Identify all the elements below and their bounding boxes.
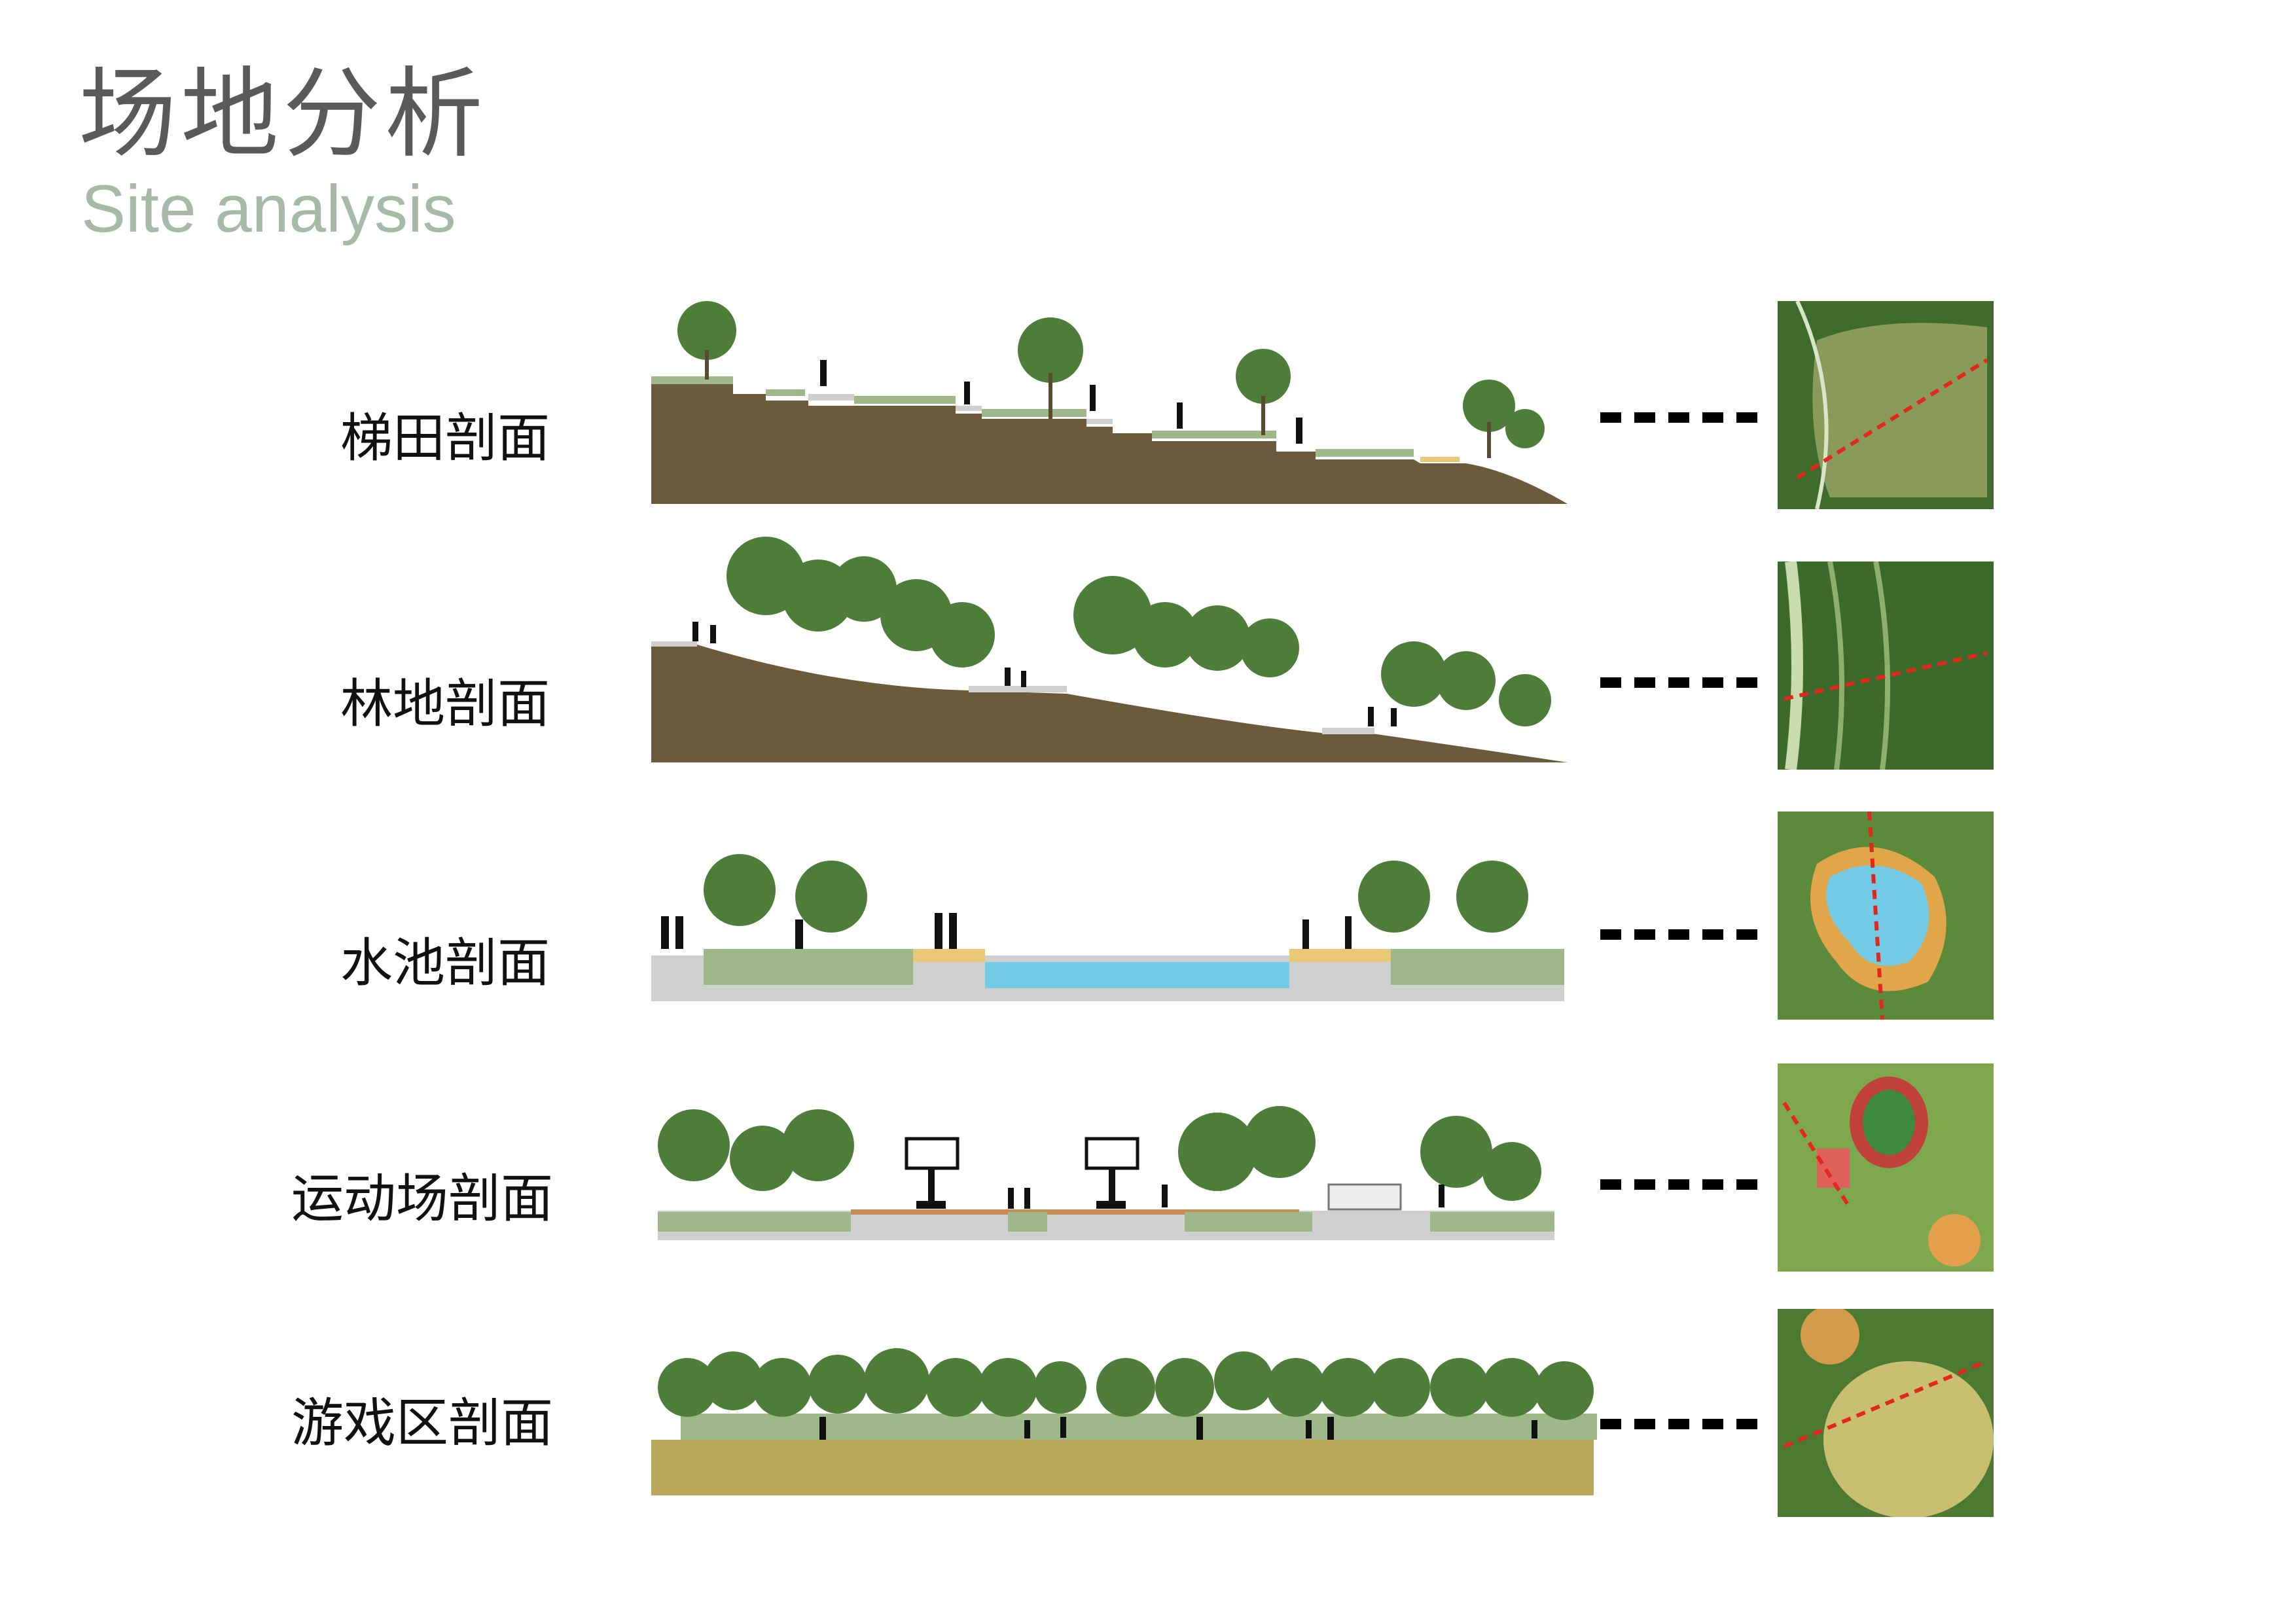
tree-icon — [726, 537, 1551, 726]
section-label-terrace: 梯田剖面 — [340, 408, 550, 469]
woodland-plan-thumbnail — [1778, 562, 1994, 770]
connector-line — [1600, 412, 1757, 423]
sports-field-section-drawing — [658, 1106, 1554, 1240]
grass-strip — [651, 376, 733, 384]
page-title: 场地分析 — [79, 58, 488, 171]
section-label-woodland: 林地剖面 — [340, 673, 550, 734]
connector-line — [1600, 1419, 1757, 1429]
connector-line — [1600, 677, 1757, 688]
connector-line — [1600, 929, 1757, 940]
section-label-sports-field: 运动场剖面 — [291, 1168, 553, 1229]
pool-section-drawing — [651, 854, 1564, 1001]
page-subtitle: Site analysis — [81, 171, 456, 246]
tree-icon — [677, 301, 1545, 458]
woodland-section-drawing — [651, 537, 1568, 762]
person-silhouette-icon — [661, 913, 1352, 949]
soil-mass — [651, 383, 1568, 504]
tree-icon — [658, 1348, 1594, 1420]
play-ground-base — [651, 1440, 1594, 1495]
person-silhouette-icon — [1008, 1185, 1444, 1209]
tree-icon — [658, 1106, 1541, 1201]
person-silhouette-icon — [820, 360, 1302, 444]
section-label-play-area: 游戏区剖面 — [291, 1393, 553, 1454]
person-silhouette-icon — [819, 1417, 1537, 1440]
tree-icon — [704, 854, 1528, 933]
terrace-section-drawing — [651, 301, 1568, 504]
section-label-pool: 水池剖面 — [340, 933, 550, 993]
water-body — [985, 962, 1289, 988]
net-fence — [1327, 1183, 1402, 1211]
connector-line — [1600, 1179, 1757, 1190]
pool-plan-thumbnail — [1778, 812, 1994, 1020]
play-area-section-drawing — [651, 1348, 1597, 1495]
play-area-plan-thumbnail — [1778, 1309, 1994, 1517]
basketball-hoop-icon — [905, 1137, 1139, 1209]
person-silhouette-icon — [692, 622, 1397, 726]
sports-field-plan-thumbnail — [1778, 1063, 1994, 1272]
terrace-plan-thumbnail — [1778, 301, 1994, 509]
